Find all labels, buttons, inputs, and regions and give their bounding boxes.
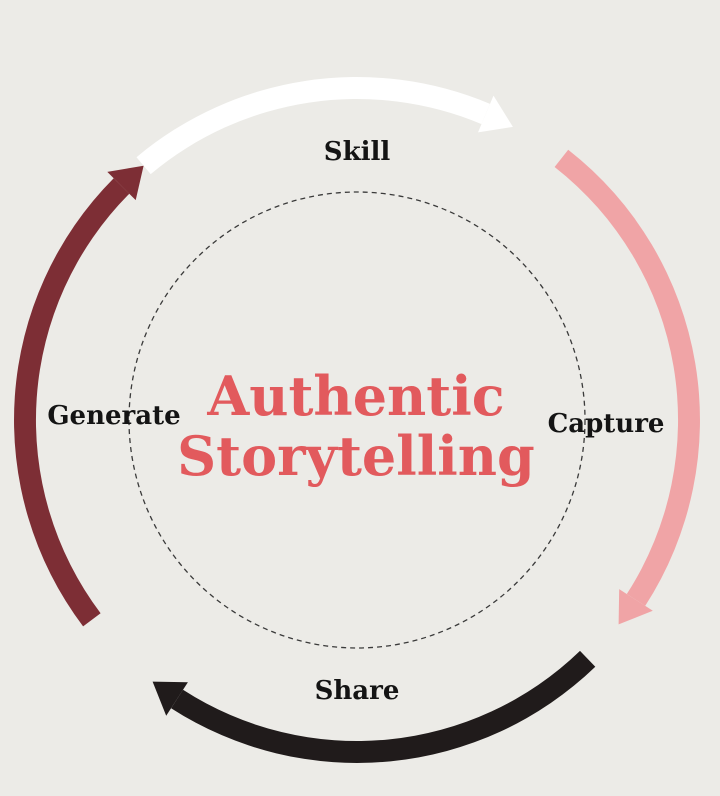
arrow-skill-head — [478, 95, 513, 133]
arrow-layer — [14, 77, 700, 763]
center-title-line-2: Storytelling — [177, 424, 535, 488]
arrow-generate-body — [14, 178, 130, 627]
stage-label-capture: Capture — [547, 409, 665, 439]
arrow-generate-head — [107, 165, 144, 201]
arrow-skill-body — [136, 77, 490, 175]
center-title-line-1: Authentic — [207, 364, 505, 428]
inner-dashed-circle — [128, 191, 586, 649]
arrow-capture-head — [618, 589, 653, 625]
arrow-share-body — [171, 650, 596, 763]
arrow-share-head — [152, 681, 188, 716]
arrow-capture-body — [554, 149, 700, 606]
stage-label-skill: Skill — [323, 137, 391, 167]
center-title: Authentic Storytelling — [177, 366, 535, 486]
stage-label-share: Share — [314, 676, 400, 706]
stage-label-generate: Generate — [47, 401, 181, 431]
